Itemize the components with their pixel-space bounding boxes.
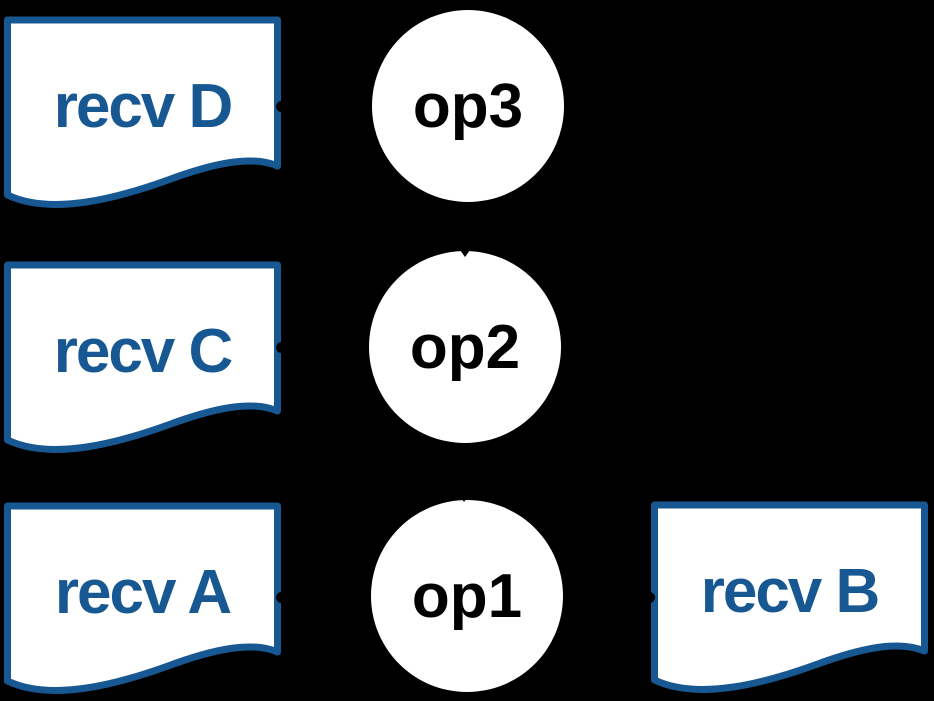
operator-label: op2 [409, 312, 521, 382]
document-node-recv-c[interactable]: recv C [2, 261, 283, 457]
document-node-recv-d[interactable]: recv D [2, 16, 283, 212]
operator-label: op1 [411, 561, 523, 631]
document-shape [4, 502, 281, 694]
document-label: recv B [700, 556, 881, 626]
arrowhead-into-op1 [459, 495, 469, 502]
operator-node-op3[interactable]: op3 [372, 10, 564, 202]
operator-label: op3 [412, 71, 524, 141]
document-shape [4, 16, 281, 208]
document-label: recv D [53, 71, 234, 141]
arrowhead-into-recv-a [276, 592, 287, 603]
document-shape [4, 261, 281, 453]
document-shape [651, 501, 928, 693]
arrowhead-into-recv-c [276, 342, 287, 353]
operator-node-op1[interactable]: op1 [371, 500, 563, 692]
arrowhead-into-op2 [460, 250, 470, 257]
document-label: recv A [54, 557, 232, 627]
operator-node-op2[interactable]: op2 [369, 251, 561, 443]
document-label: recv C [53, 316, 234, 386]
document-node-recv-b[interactable]: recv B [649, 501, 930, 697]
arrowhead-into-recv-b [644, 592, 655, 603]
arrowhead-into-recv-d [276, 101, 287, 112]
document-node-recv-a[interactable]: recv A [2, 502, 283, 698]
